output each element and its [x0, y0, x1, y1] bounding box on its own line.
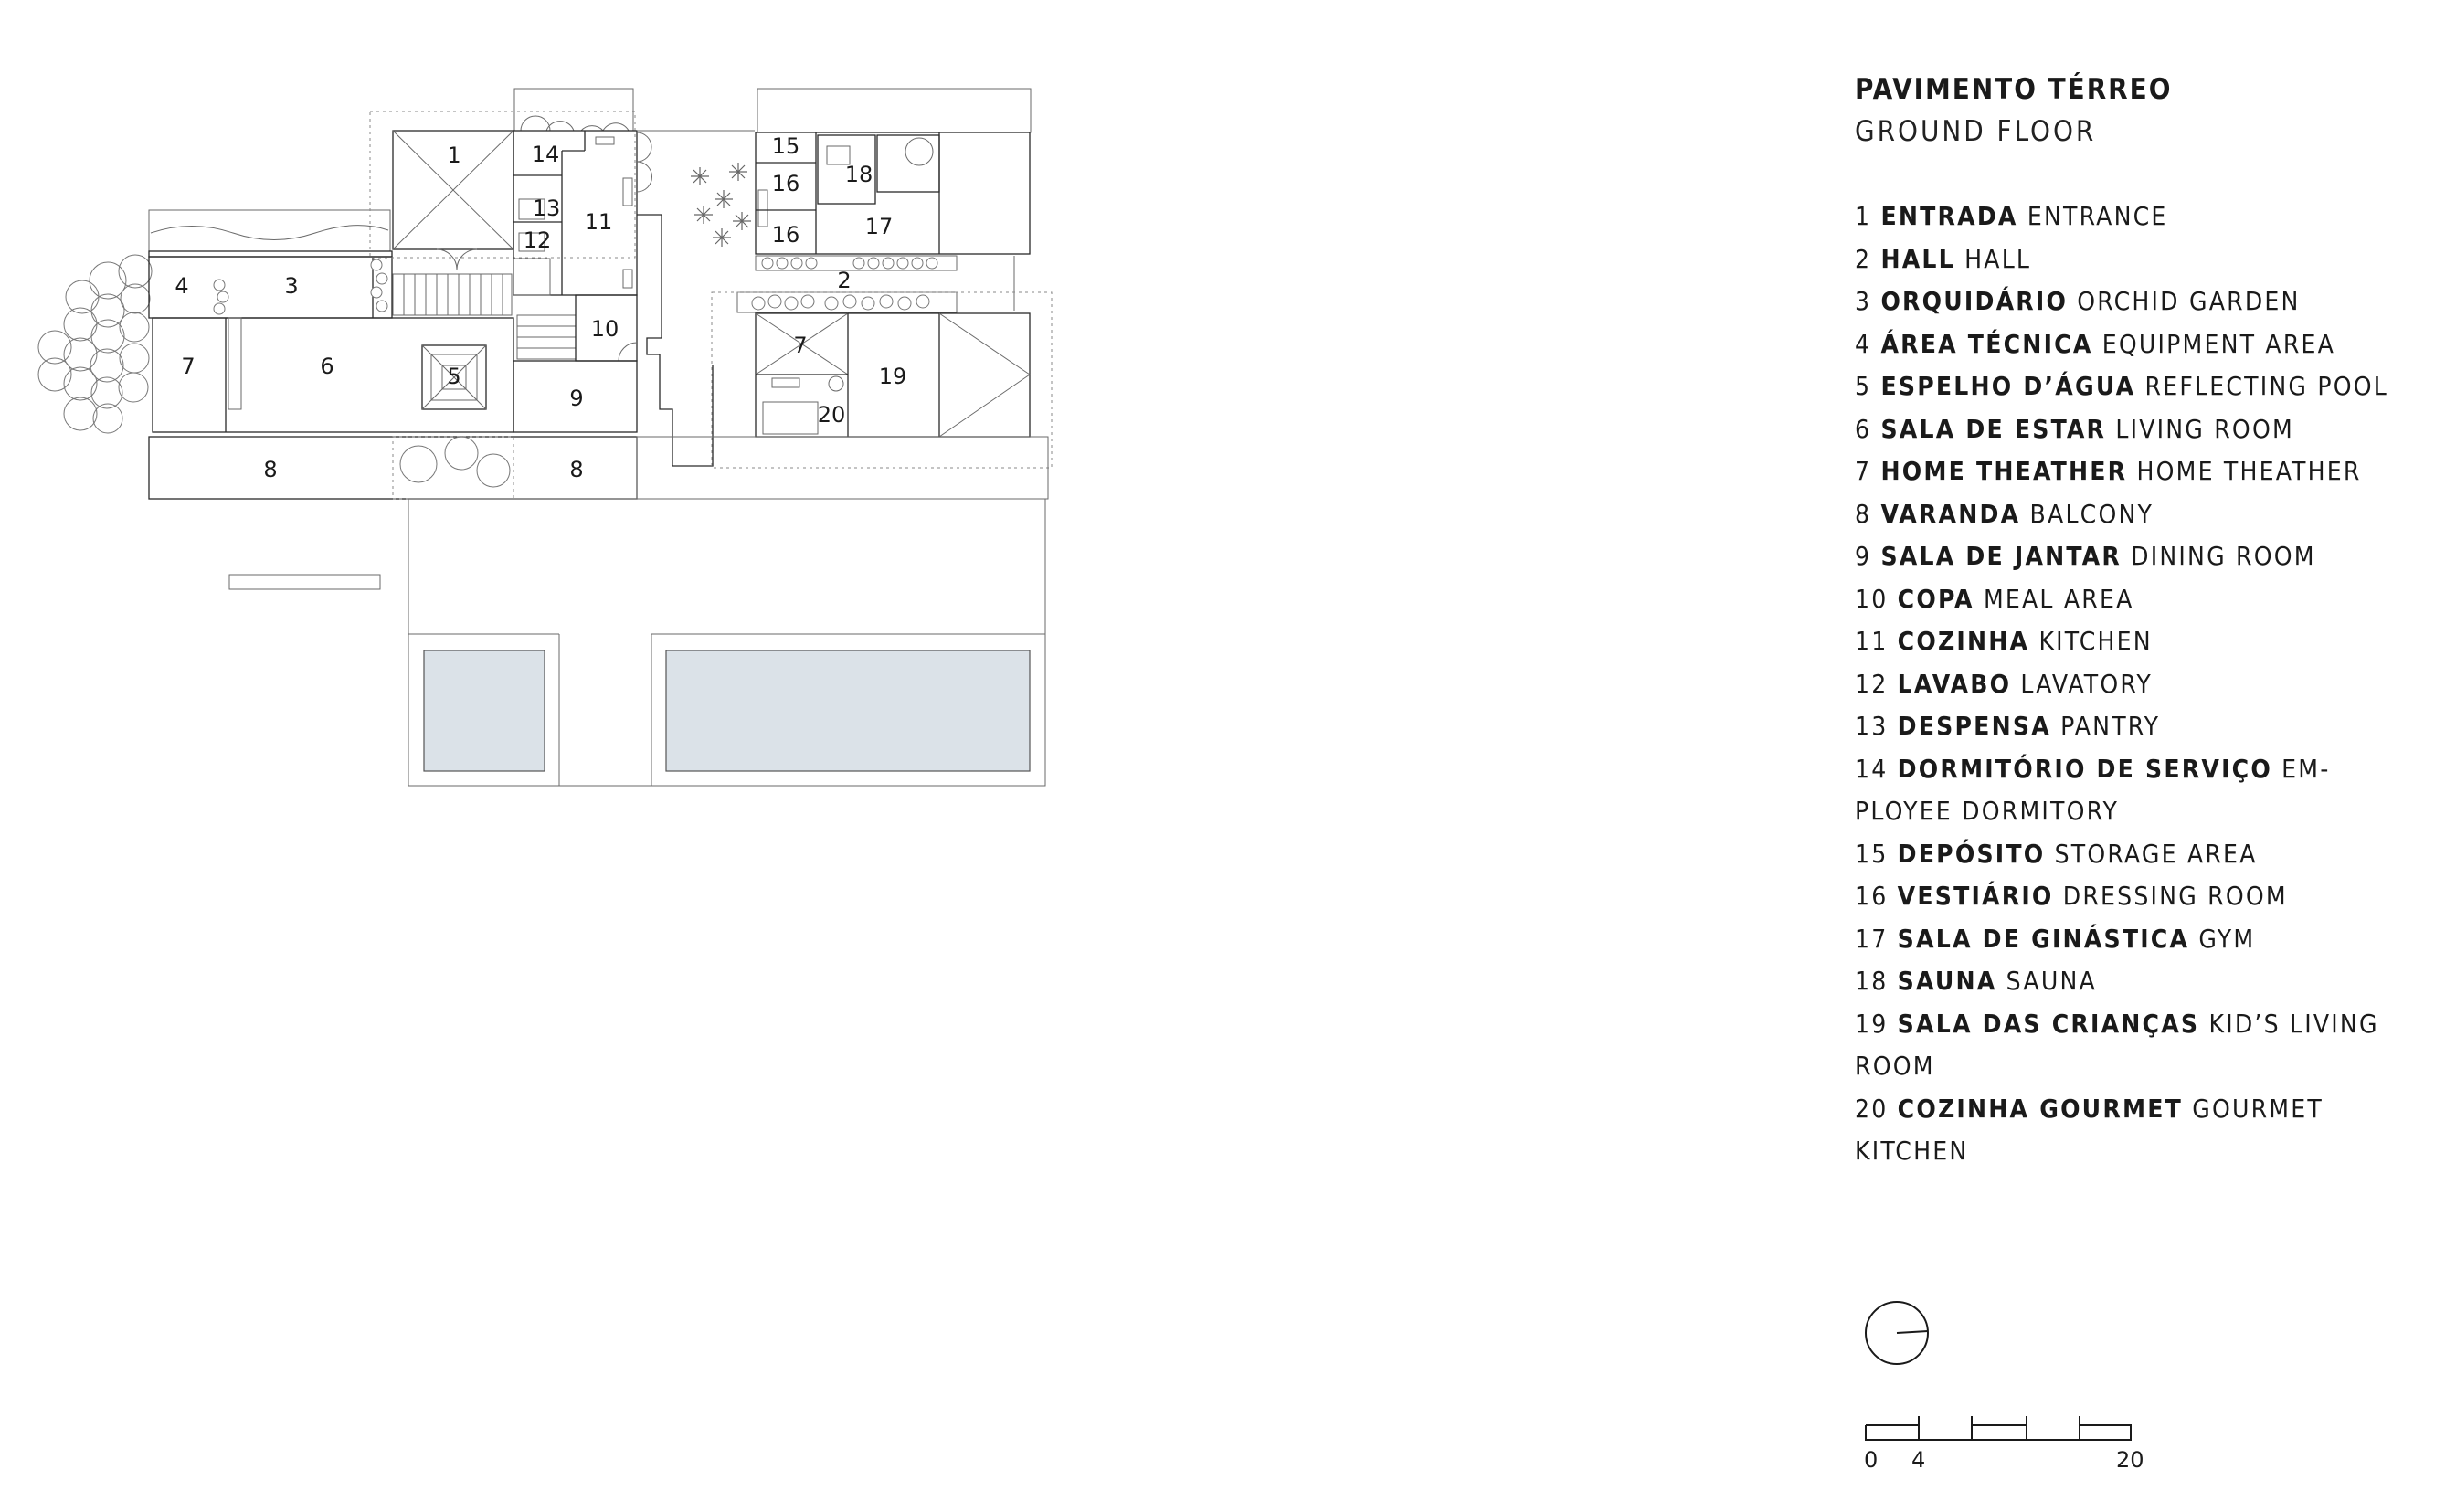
scale-bar: 0 4 20 [1864, 1416, 2144, 1473]
room-label: 20 [818, 402, 846, 428]
room-label: 3 [284, 273, 298, 299]
pool-small [423, 650, 545, 772]
plan-title: PAVIMENTO TÉRREO [1855, 73, 2173, 106]
legend-list: 1 ENTRADA ENTRANCE 2 HALL HALL 3 ORQUIDÁ… [1855, 196, 2421, 1173]
tree-group-left [37, 254, 153, 434]
room-label: 9 [569, 386, 583, 411]
legend-item: 3 ORQUIDÁRIO ORCHID GARDEN [1855, 286, 2301, 316]
star-plants [691, 163, 751, 247]
legend-panel: PAVIMENTO TÉRREO GROUND FLOOR 1 ENTRADA … [1855, 73, 2421, 1173]
shrubs-hall [761, 257, 938, 270]
room-label: 18 [845, 162, 873, 187]
legend-item: 5 ESPELHO D’ÁGUA REFLECTING POOL [1855, 371, 2389, 401]
legend-item: 17 SALA DE GINÁSTICA GYM [1855, 923, 2256, 954]
room-label: 4 [175, 273, 188, 299]
shrubs-orchid [213, 259, 388, 315]
scale-label-4: 4 [1911, 1447, 1925, 1473]
legend-item: 13 DESPENSA PANTRY [1855, 711, 2161, 741]
scale-label-20: 20 [2116, 1447, 2144, 1473]
room-label: 2 [837, 268, 851, 293]
room-label: 7 [181, 354, 195, 379]
legend-item: 2 HALL HALL [1855, 243, 2032, 274]
plan-subtitle: GROUND FLOOR [1855, 115, 2097, 148]
legend-item: 14 DORMITÓRIO DE SERVIÇO EM-PLOYEE DORMI… [1855, 753, 2331, 827]
room-label: 8 [569, 457, 583, 482]
legend-item: 20 COZINHA GOURMET GOURMET KITCHEN [1855, 1093, 2324, 1167]
room-label: 6 [320, 354, 333, 379]
pool-large [665, 650, 1031, 772]
legend-item: 11 COZINHA KITCHEN [1855, 626, 2153, 656]
room-label: 8 [263, 457, 277, 482]
room-label: 19 [879, 364, 907, 389]
legend-item: 16 VESTIÁRIO DRESSING ROOM [1855, 881, 2288, 911]
room-label: 10 [591, 316, 619, 342]
legend-item: 6 SALA DE ESTAR LIVING ROOM [1855, 413, 2294, 444]
legend-item: 9 SALA DE JANTAR DINING ROOM [1855, 541, 2316, 571]
floor-plan: 1 2 3 4 5 6 7 7 8 8 9 10 11 12 13 14 15 … [37, 88, 1053, 787]
legend-item: 12 LAVABO LAVATORY [1855, 668, 2153, 699]
legend-item: 18 SAUNA SAUNA [1855, 966, 2097, 996]
room-label: 17 [865, 214, 894, 239]
room-label: 14 [532, 142, 560, 167]
room-label: 11 [585, 209, 613, 235]
scale-label-0: 0 [1864, 1447, 1878, 1473]
room-label: 7 [793, 333, 807, 358]
legend-item: 8 VARANDA BALCONY [1855, 498, 2154, 529]
shrubs-hall-lower [751, 294, 930, 311]
legend-item: 10 COPA MEAL AREA [1855, 583, 2134, 614]
room-label: 16 [772, 222, 800, 248]
legend-item: 7 HOME THEATHER HOME THEATHER [1855, 456, 2362, 486]
stairs [392, 273, 577, 360]
legend-item: 4 ÁREA TÉCNICA EQUIPMENT AREA [1855, 328, 2336, 359]
north-compass-icon [1865, 1301, 1929, 1365]
room-label: 16 [772, 171, 800, 196]
legend-item: 1 ENTRADA ENTRANCE [1855, 201, 2168, 231]
room-label: 5 [447, 364, 460, 389]
room-label: 12 [524, 227, 552, 253]
room-labels: 1 2 3 4 5 6 7 7 8 8 9 10 11 12 13 14 15 … [175, 133, 906, 482]
room-label: 1 [447, 143, 460, 168]
room-label: 13 [533, 196, 561, 221]
legend-item: 15 DEPÓSITO STORAGE AREA [1855, 838, 2258, 869]
legend-item: 19 SALA DAS CRIANÇAS KID’S LIVING ROOM [1855, 1008, 2379, 1082]
room-label: 15 [772, 133, 800, 159]
